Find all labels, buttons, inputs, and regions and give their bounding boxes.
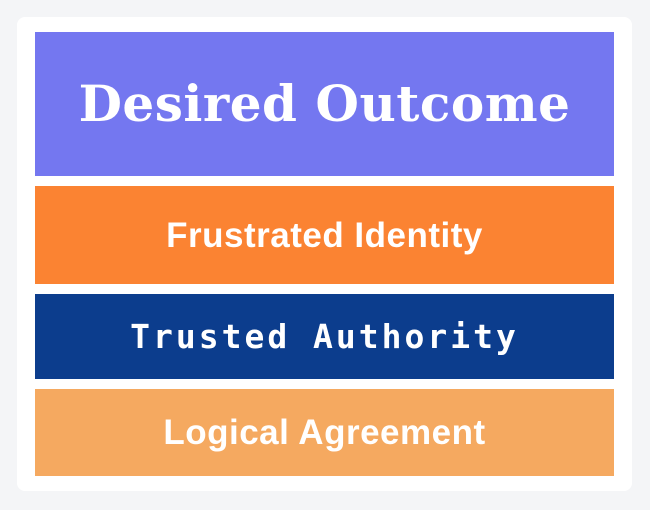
layer-frustrated-identity: Frustrated Identity — [35, 186, 614, 284]
layer-trusted-authority-label: Trusted Authority — [130, 317, 519, 356]
diagram-card: Desired Outcome Frustrated Identity Trus… — [17, 17, 632, 491]
layer-trusted-authority: Trusted Authority — [35, 294, 614, 379]
layer-frustrated-identity-label: Frustrated Identity — [166, 215, 483, 255]
layer-logical-agreement-label: Logical Agreement — [163, 413, 486, 452]
layer-logical-agreement: Logical Agreement — [35, 389, 614, 476]
layer-desired-outcome: Desired Outcome — [35, 32, 614, 176]
layer-desired-outcome-label: Desired Outcome — [78, 74, 571, 133]
